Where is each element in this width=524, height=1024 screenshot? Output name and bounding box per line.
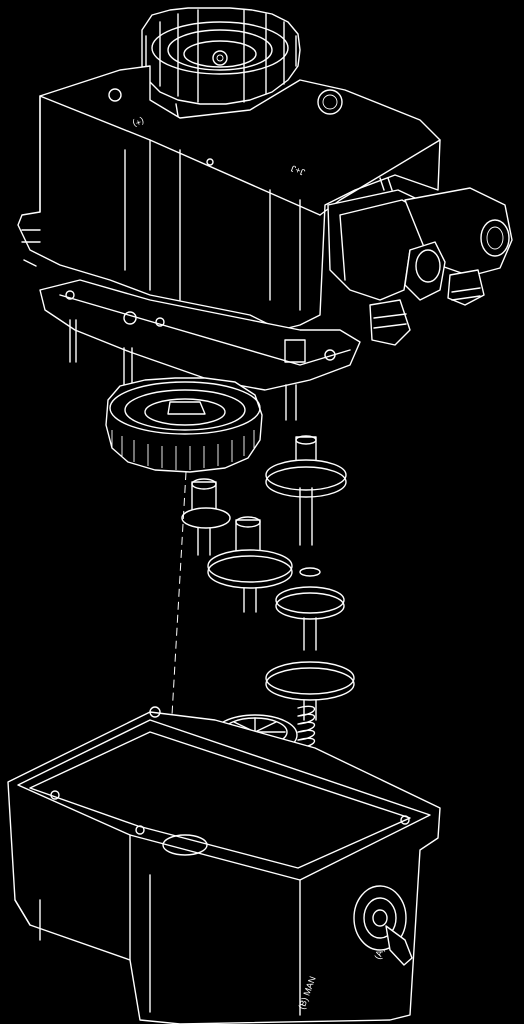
upper-cover: (+) J+J: [17, 65, 441, 331]
gear-right-top: [265, 435, 347, 546]
gear-lower: [265, 661, 355, 721]
motor-plate: [39, 279, 361, 421]
manual-knob: [353, 885, 413, 966]
connectors: [327, 177, 513, 346]
alignment-line: [171, 471, 187, 716]
lower-housing: (B) MAN (A): [7, 706, 441, 1024]
cover-mark-text: (+): [131, 116, 145, 129]
gear-middle-left: [207, 516, 293, 613]
gear-left-bushing: [181, 478, 231, 556]
gear-middle-small: [275, 567, 345, 651]
large-gear: [105, 377, 263, 473]
cover-logo-text: J+J: [290, 163, 307, 177]
spring: [297, 705, 316, 749]
